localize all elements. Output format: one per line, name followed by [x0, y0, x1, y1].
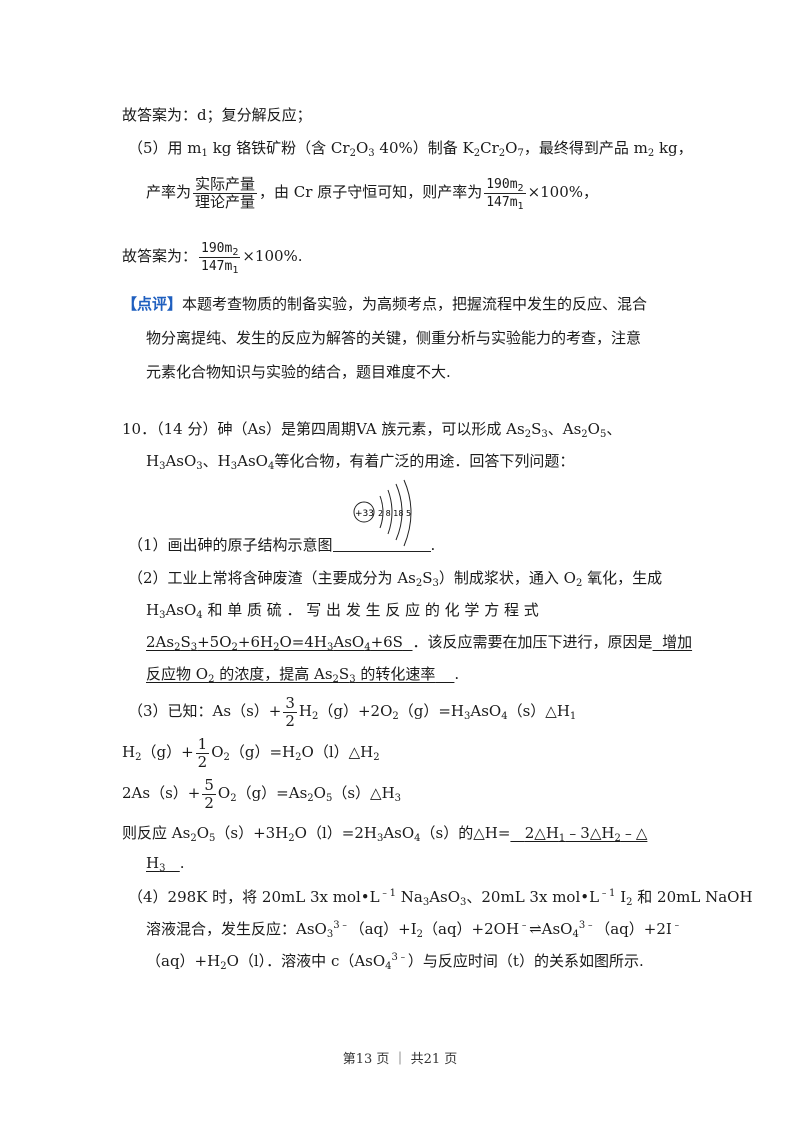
shell-arc-4 — [403, 479, 412, 547]
question10-line-1: 10．（14 分）砷（As）是第四周期VA 族元素，可以形成 As2S3、As2… — [122, 420, 622, 440]
review-line-2: 物分离提纯、发生的反应为解答的关键，侧重分析与实验能力的考查，注意 — [146, 329, 642, 347]
review-line-1: 【点评】本题考查物质的制备实验，为高频考点，把握流程中发生的反应、混合 — [122, 295, 648, 313]
electron-shells-label: 2 8 18 5 — [378, 509, 411, 518]
shell-arc-1 — [379, 495, 384, 529]
page-footer: 第13 页 ｜ 共21 页 — [342, 1052, 458, 1067]
review-tag: 【点评】 — [122, 295, 183, 313]
part4-line-1: （4）298K 时，将 20mL 3x mol•L﹣1 Na3AsO3、20mL… — [128, 888, 753, 908]
arsenic-atom-diagram: +33 2 8 18 5 — [353, 479, 412, 547]
reason-answer-start: 增加 — [662, 633, 693, 651]
part1-line: （1）画出砷的原子结构示意图. — [128, 536, 436, 554]
part2-line-3: 2As2S3+5O2+6H2O=4H3AsO4+6S ．该反应需要在加压下进行，… — [146, 633, 693, 653]
part3-line-4: 则反应 As2O5（s）+3H2O（l）=2H3AsO4（s）的△H= 2△H1… — [122, 824, 648, 844]
part5-line: （5）用 m1 kg 铬铁矿粉（含 Cr2O3 40%）制备 K2Cr2O7，最… — [128, 139, 693, 159]
answer-line-d: 故答案为：d；复分解反应； — [122, 106, 312, 124]
part2-line-4: 反应物 O2 的浓度，提高 As2S3 的转化速率 . — [146, 665, 460, 685]
nucleus-label: +33 — [355, 509, 374, 519]
enthalpy-answer: 2△H1﹣3△H2﹣△ — [524, 824, 648, 844]
shell-arc-3 — [395, 483, 403, 541]
answer-blank — [332, 537, 431, 552]
review-line-3: 元素化合物知识与实验的结合，题目难度不大. — [146, 363, 451, 381]
part3-line-5: H3 . — [146, 854, 185, 874]
reaction-equation: 2As2S3+5O2+6H2O=4H3AsO4+6S — [146, 633, 403, 653]
part4-line-2: 溶液混合，发生反应：AsO33﹣（aq）+I2（aq）+2OH﹣⇌AsO43﹣（… — [146, 920, 682, 940]
nucleus-circle — [353, 501, 375, 523]
part2-line-1: （2）工业上常将含砷废渣（主要成分为 As2S3）制成浆状，通入 O2 氧化，生… — [128, 569, 663, 589]
part2-line-2: H3AsO4 和 单 质 硫 ． 写 出 发 生 反 应 的 化 学 方 程 式 — [146, 601, 539, 621]
part4-line-3: （aq）+H2O（l）．溶液中 c（AsO43﹣）与反应时间（t）的关系如图所示… — [146, 952, 644, 972]
reason-answer: 反应物 O2 的浓度，提高 As2S3 的转化速率 — [146, 665, 436, 685]
question10-line-2: H3AsO3、H3AsO4等化合物，有着广泛的用途．回答下列问题： — [146, 452, 575, 472]
enthalpy-answer-end: H3 — [146, 854, 166, 874]
yield-fraction-text: 实际产量理论产量 — [193, 174, 258, 211]
shell-arc-2 — [387, 489, 393, 535]
